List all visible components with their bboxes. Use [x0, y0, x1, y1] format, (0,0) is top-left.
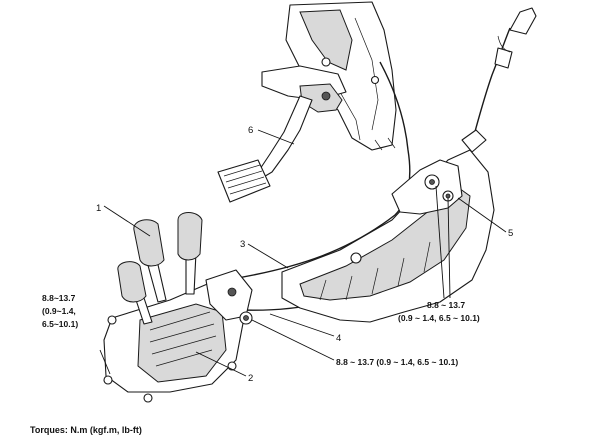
shift-cables [225, 7, 537, 311]
pedal-bracket [261, 1, 397, 151]
svg-text:8.8 ~ 13.7 (0.9 ~ 1.4, 6.5 ~ 1: 8.8 ~ 13.7 (0.9 ~ 1.4, 6.5 ~ 10.1) [336, 357, 458, 367]
torque-spec-bottom: 8.8 ~ 13.7 (0.9 ~ 1.4, 6.5 ~ 10.1) [336, 357, 458, 367]
callout-5: 5 [508, 228, 513, 239]
svg-text:(0.9 ~ 1.4, 6.5 ~ 10.1): (0.9 ~ 1.4, 6.5 ~ 10.1) [398, 313, 480, 323]
callout-numbers: 1 2 3 4 5 6 [96, 125, 513, 384]
callout-2: 2 [248, 373, 253, 384]
svg-text:8.8~13.7: 8.8~13.7 [42, 293, 76, 303]
pedal [217, 95, 313, 203]
svg-text:6.5~10.1): 6.5~10.1) [42, 319, 78, 329]
svg-text:8.8 ~ 13.7: 8.8 ~ 13.7 [427, 300, 465, 310]
callout-6: 6 [248, 125, 253, 136]
torque-spec-left: 8.8~13.7 (0.9~1.4, 6.5~10.1) [42, 293, 78, 329]
torque-units-note: Torques: N.m (kgf.m, lb-ft) [30, 425, 142, 435]
leader-lines [99, 129, 507, 377]
callout-1: 1 [96, 203, 101, 214]
shift-lever-assembly [103, 212, 253, 403]
torque-spec-right: 8.8 ~ 13.7 (0.9 ~ 1.4, 6.5 ~ 10.1) [398, 300, 480, 323]
svg-text:(0.9~1.4,: (0.9~1.4, [42, 306, 76, 316]
callout-4: 4 [336, 333, 341, 344]
callout-3: 3 [240, 239, 245, 250]
mounting-bracket [281, 149, 495, 323]
